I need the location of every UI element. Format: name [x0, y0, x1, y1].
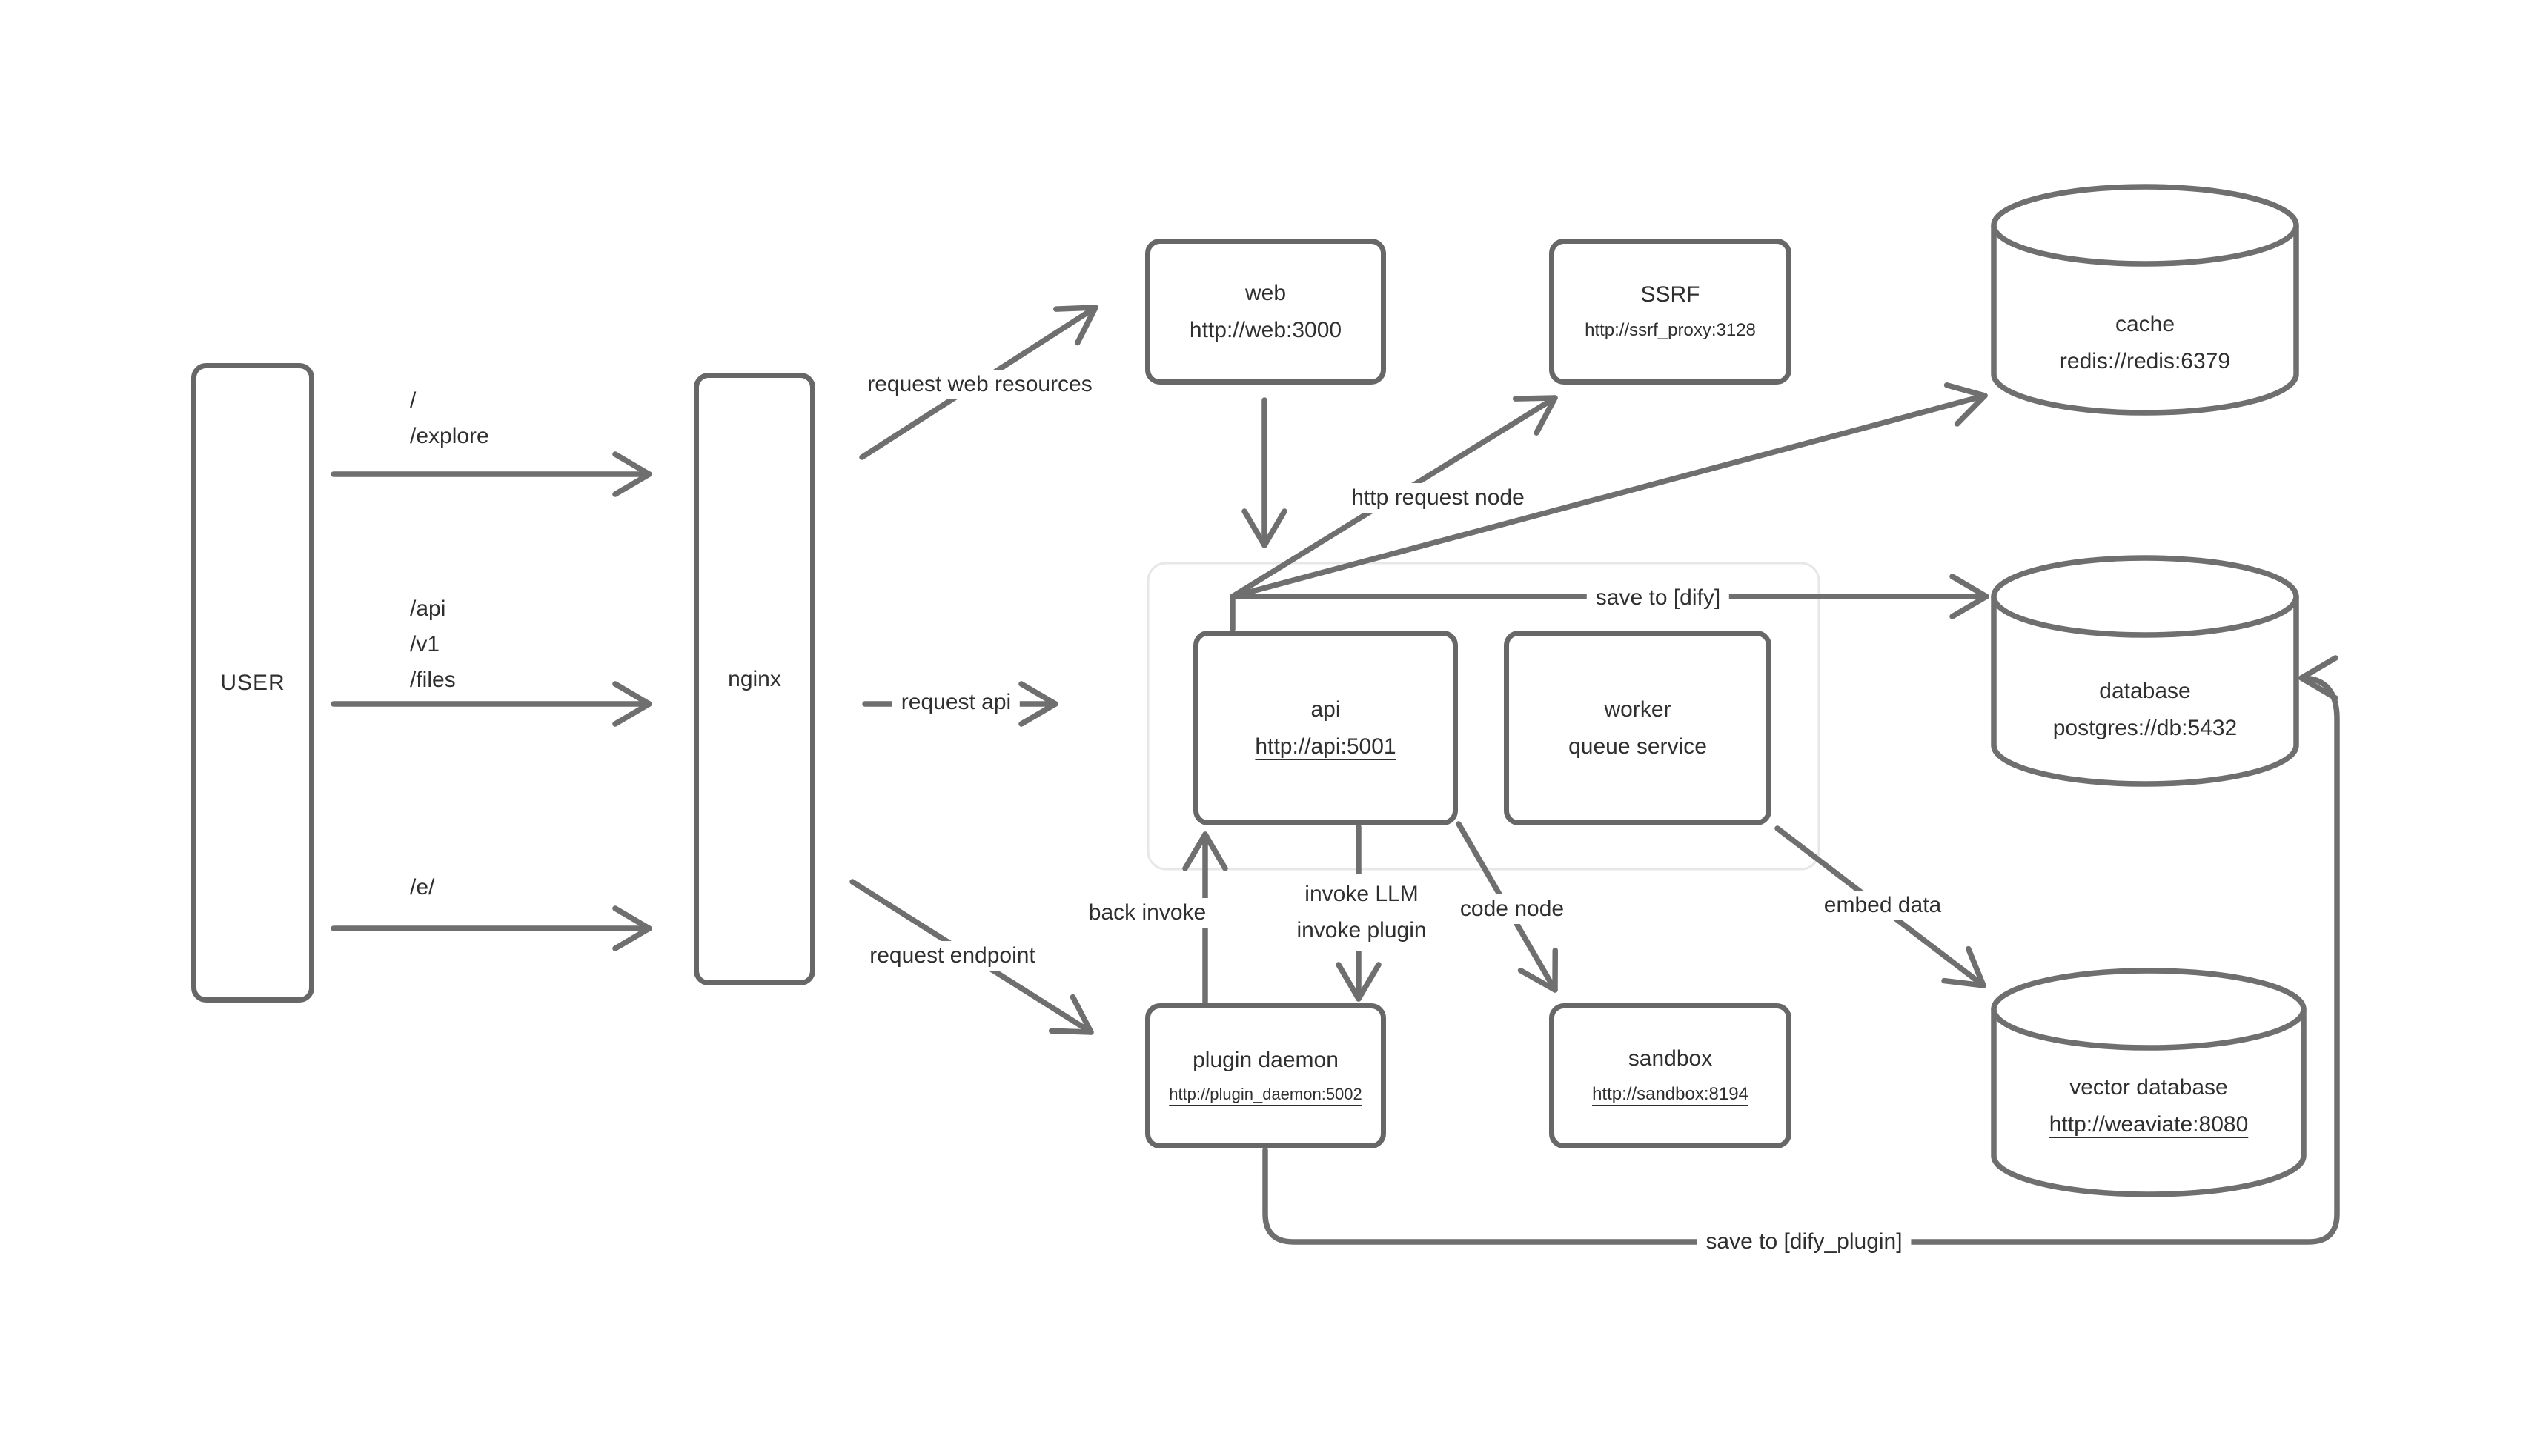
database-cylinder — [1991, 555, 2299, 787]
label-request-api: request api — [892, 688, 1021, 717]
database-url: postgres://db:5432 — [2052, 715, 2238, 740]
label-invoke-plugin: invoke plugin — [1296, 918, 1427, 943]
label-request-endpoint: request endpoint — [861, 941, 1044, 971]
edge-api-cache — [1230, 382, 1988, 599]
label-request-web: request web resources — [858, 370, 1101, 399]
vector-database-cylinder-text: vector database http://weaviate:8080 — [1994, 1030, 2304, 1183]
node-sandbox-title: sandbox — [1628, 1046, 1713, 1071]
node-api: api http://api:5001 — [1193, 631, 1458, 825]
cache-cylinder-text: cache redis://redis:6379 — [1994, 267, 2296, 419]
node-nginx: nginx — [694, 373, 815, 985]
cache-title: cache — [2115, 311, 2175, 336]
label-embed-data: embed data — [1814, 891, 1951, 920]
vector-database-url: http://weaviate:8080 — [2049, 1112, 2249, 1137]
label-path-root: / — [410, 388, 417, 413]
node-plugin-daemon-url: http://plugin_daemon:5002 — [1169, 1085, 1362, 1103]
node-sandbox: sandbox http://sandbox:8194 — [1549, 1003, 1791, 1148]
node-user-label: USER — [220, 670, 285, 695]
node-api-url: http://api:5001 — [1255, 734, 1396, 759]
label-invoke: invoke LLM invoke plugin — [1287, 874, 1436, 951]
label-http-request-node: http request node — [1342, 483, 1534, 513]
node-api-title: api — [1310, 697, 1341, 722]
label-path-files: /files — [410, 668, 456, 692]
node-sandbox-url: http://sandbox:8194 — [1592, 1084, 1748, 1104]
edge-plugin-database — [1262, 655, 2340, 1245]
node-worker-subtitle: queue service — [1568, 734, 1707, 759]
label-path-api: /api — [410, 596, 446, 621]
node-worker-title: worker — [1604, 697, 1671, 722]
label-path-explore: /explore — [410, 424, 489, 448]
label-back-invoke: back invoke — [1079, 898, 1216, 928]
database-cylinder-text: database postgres://db:5432 — [1994, 634, 2296, 785]
label-path-e: /e/ — [410, 875, 435, 900]
node-web: web http://web:3000 — [1145, 239, 1386, 385]
label-save-dify-plugin: save to [dify_plugin] — [1697, 1227, 1912, 1257]
vector-database-cylinder — [1991, 968, 2307, 1197]
database-title: database — [2099, 678, 2191, 703]
node-worker: worker queue service — [1504, 631, 1771, 825]
node-user: USER — [191, 363, 314, 1003]
node-plugin-daemon-title: plugin daemon — [1193, 1048, 1339, 1072]
label-code-node: code node — [1451, 894, 1574, 924]
label-path-v1: /v1 — [410, 632, 440, 656]
node-plugin-daemon: plugin daemon http://plugin_daemon:5002 — [1145, 1003, 1386, 1148]
node-ssrf: SSRF http://ssrf_proxy:3128 — [1549, 239, 1791, 385]
label-invoke-llm: invoke LLM — [1304, 882, 1419, 906]
cache-url: redis://redis:6379 — [2059, 348, 2231, 373]
node-web-title: web — [1244, 280, 1287, 305]
label-save-dify: save to [dify] — [1586, 583, 1730, 613]
node-ssrf-url: http://ssrf_proxy:3128 — [1585, 319, 1756, 340]
vector-database-title: vector database — [2069, 1075, 2228, 1100]
node-web-url: http://web:3000 — [1189, 317, 1342, 342]
node-ssrf-title: SSRF — [1640, 282, 1700, 307]
cache-cylinder — [1991, 184, 2299, 416]
node-nginx-label: nginx — [728, 666, 781, 691]
